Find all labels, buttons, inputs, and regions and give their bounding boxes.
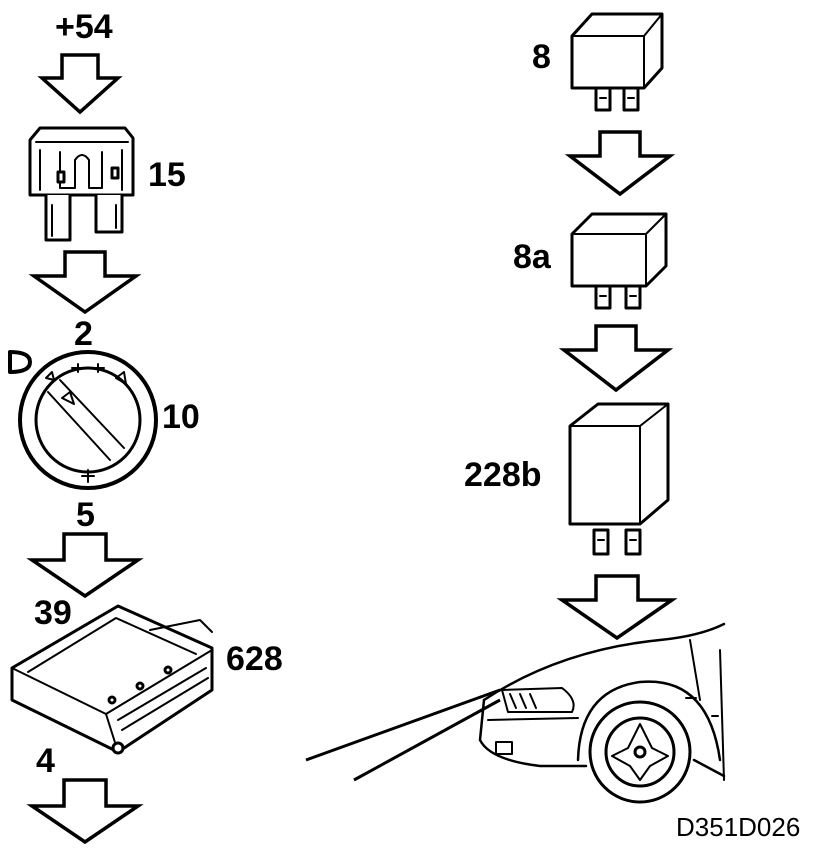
flow-arrow-2 [28,250,142,315]
control-module-icon [10,604,214,755]
relay-8a-icon [570,212,668,310]
car-front-headlamp-icon [478,622,726,804]
module-output-label: 4 [36,742,55,780]
switch-label: 10 [162,398,200,436]
flow-arrow-1 [37,53,123,115]
flow-arrow-7 [556,574,678,641]
supply-label: +54 [55,8,113,46]
light-switch-icon [8,350,158,490]
figure-code: D351D026 [676,812,800,842]
flow-arrow-5 [564,130,676,197]
headlamp-beam-lines [305,688,501,782]
fuse-icon [28,126,135,242]
relay-228b-icon [568,402,670,556]
relay-8-icon [570,12,664,112]
switch-output-label: 5 [76,496,95,534]
module-input-label: 39 [34,594,72,632]
fuse-label: 15 [148,156,186,194]
flow-arrow-4 [26,778,144,845]
relay-8-label: 8 [532,38,551,76]
relay-228b-label: 228b [464,456,542,494]
flow-arrow-6 [558,324,674,393]
module-label: 628 [226,640,283,678]
flow-arrow-3 [26,532,144,599]
switch-input-label: 2 [74,315,93,353]
relay-8a-label: 8a [513,238,552,276]
